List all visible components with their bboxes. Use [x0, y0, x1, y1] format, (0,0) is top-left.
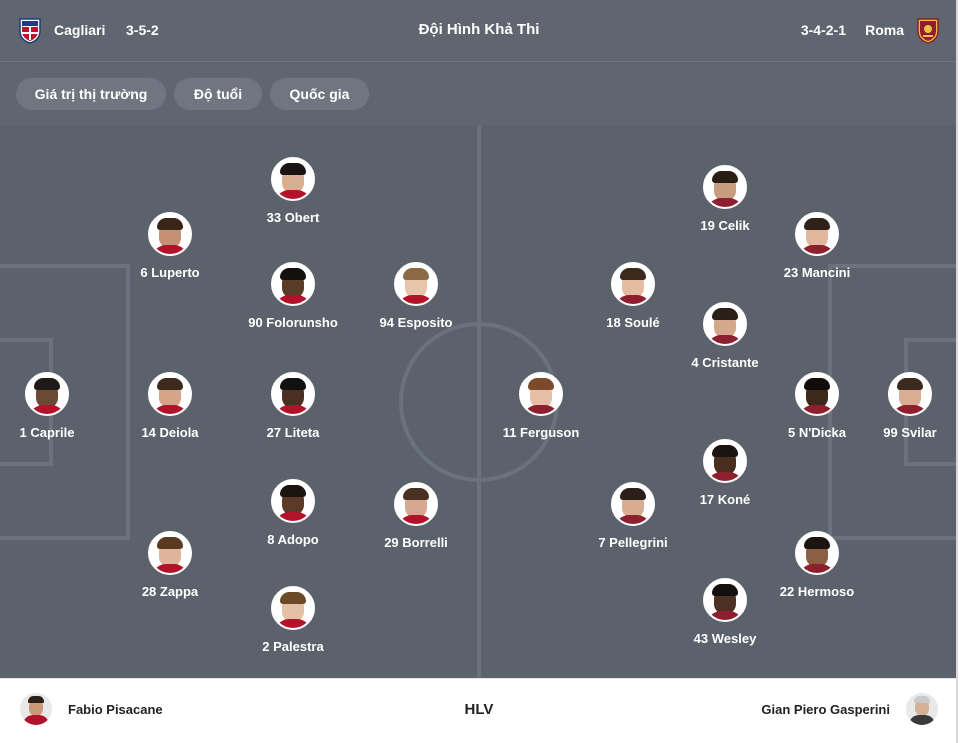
player-name: 14 Deiola	[141, 425, 199, 440]
player-away[interactable]: 22 Hermoso	[757, 531, 877, 599]
player-home[interactable]: 2 Palestra	[233, 586, 353, 654]
player-name: 27 Liteta	[266, 425, 320, 440]
player-avatar	[394, 262, 438, 306]
player-avatar	[703, 439, 747, 483]
away-coach-name: Gian Piero Gasperini	[761, 701, 890, 717]
player-avatar	[148, 372, 192, 416]
coach-label: HLV	[464, 701, 494, 718]
player-name: 4 Cristante	[691, 355, 759, 370]
player-home[interactable]: 14 Deiola	[110, 372, 230, 440]
player-avatar	[271, 586, 315, 630]
player-away[interactable]: 7 Pellegrini	[573, 482, 693, 550]
player-avatar	[271, 262, 315, 306]
player-avatar	[611, 482, 655, 526]
pitch-markings	[0, 126, 958, 678]
player-home[interactable]: 33 Obert	[233, 157, 353, 225]
away-coach-avatar	[906, 693, 938, 725]
player-avatar	[271, 372, 315, 416]
player-avatar	[795, 212, 839, 256]
away-team-name: Roma	[865, 22, 904, 38]
player-name: 5 N'Dicka	[787, 425, 846, 440]
player-home[interactable]: 90 Folorunsho	[233, 262, 353, 330]
player-away[interactable]: 11 Ferguson	[481, 372, 601, 440]
player-name: 23 Mancini	[783, 265, 851, 280]
home-team[interactable]: Cagliari 3-5-2	[18, 16, 159, 44]
player-home[interactable]: 1 Caprile	[0, 372, 107, 440]
filter-nationality[interactable]: Quốc gia	[270, 78, 369, 110]
home-formation: 3-5-2	[126, 22, 159, 38]
player-away[interactable]: 17 Koné	[665, 439, 785, 507]
player-avatar	[519, 372, 563, 416]
player-away[interactable]: 99 Svilar	[850, 372, 958, 440]
player-name: 33 Obert	[266, 210, 320, 225]
player-avatar	[148, 212, 192, 256]
player-name: 43 Wesley	[693, 631, 757, 646]
player-name: 17 Koné	[699, 492, 751, 507]
cagliari-crest-icon	[19, 18, 41, 44]
player-home[interactable]: 27 Liteta	[233, 372, 353, 440]
filter-bar: Giá trị thị trường Độ tuổi Quốc gia	[0, 62, 958, 126]
player-avatar	[271, 157, 315, 201]
player-name: 19 Celik	[700, 218, 750, 233]
player-name: 8 Adopo	[267, 532, 319, 547]
player-name: 90 Folorunsho	[248, 315, 338, 330]
player-avatar	[703, 578, 747, 622]
filter-age[interactable]: Độ tuổi	[174, 78, 262, 110]
home-team-name: Cagliari	[54, 22, 106, 38]
away-coach[interactable]: Gian Piero Gasperini	[761, 693, 938, 725]
player-home[interactable]: 94 Esposito	[356, 262, 476, 330]
player-name: 6 Luperto	[140, 265, 200, 280]
pitch: 1 Caprile 6 Luperto 14 Deiola 28 Zappa 33 Ob…	[0, 126, 958, 678]
player-avatar	[888, 372, 932, 416]
scrollbar[interactable]	[956, 0, 958, 743]
player-avatar	[271, 479, 315, 523]
player-name: 22 Hermoso	[779, 584, 855, 599]
player-home[interactable]: 6 Luperto	[110, 212, 230, 280]
player-away[interactable]: 19 Celik	[665, 165, 785, 233]
player-away[interactable]: 4 Cristante	[665, 302, 785, 370]
player-name: 99 Svilar	[883, 425, 937, 440]
away-formation: 3-4-2-1	[800, 22, 846, 38]
player-avatar	[703, 165, 747, 209]
home-coach[interactable]: Fabio Pisacane	[20, 693, 163, 725]
player-away[interactable]: 5 N'Dicka	[757, 372, 877, 440]
player-name: 7 Pellegrini	[598, 535, 668, 550]
player-away[interactable]: 18 Soulé	[573, 262, 693, 330]
player-avatar	[703, 302, 747, 346]
lineup-header: Cagliari 3-5-2 Đội Hình Khả Thi 3-4-2-1 …	[0, 0, 958, 62]
away-team[interactable]: 3-4-2-1 Roma	[801, 16, 940, 44]
player-away[interactable]: 43 Wesley	[665, 578, 785, 646]
player-name: 2 Palestra	[262, 639, 324, 654]
player-avatar	[795, 531, 839, 575]
player-name: 28 Zappa	[141, 584, 199, 599]
player-home[interactable]: 29 Borrelli	[356, 482, 476, 550]
player-home[interactable]: 28 Zappa	[110, 531, 230, 599]
player-avatar	[394, 482, 438, 526]
player-name: 11 Ferguson	[502, 425, 580, 440]
filter-market-value[interactable]: Giá trị thị trường	[16, 78, 166, 110]
coaches-bar: Fabio Pisacane HLV Gian Piero Gasperini	[0, 678, 958, 743]
player-name: 1 Caprile	[19, 425, 75, 440]
player-avatar	[25, 372, 69, 416]
player-avatar	[148, 531, 192, 575]
roma-crest-icon	[917, 18, 939, 44]
home-coach-avatar	[20, 693, 52, 725]
player-away[interactable]: 23 Mancini	[757, 212, 877, 280]
page-title: Đội Hình Khả Thi	[418, 21, 540, 38]
player-name: 29 Borrelli	[384, 535, 448, 550]
player-name: 94 Esposito	[379, 315, 453, 330]
home-coach-name: Fabio Pisacane	[68, 701, 163, 717]
player-name: 18 Soulé	[606, 315, 660, 330]
player-avatar	[795, 372, 839, 416]
player-avatar	[611, 262, 655, 306]
player-home[interactable]: 8 Adopo	[233, 479, 353, 547]
